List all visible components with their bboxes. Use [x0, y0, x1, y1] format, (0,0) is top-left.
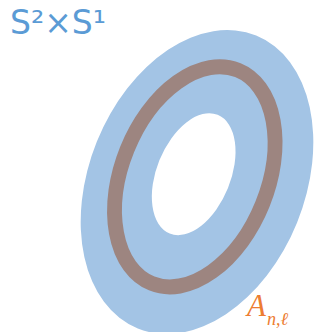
region-subscript: n,ℓ — [267, 310, 288, 328]
space-label: S²×S¹ — [10, 6, 106, 39]
solid-torus — [38, 0, 329, 332]
region-label: A — [247, 290, 266, 321]
annulus-band — [84, 43, 306, 311]
hole — [135, 101, 252, 247]
